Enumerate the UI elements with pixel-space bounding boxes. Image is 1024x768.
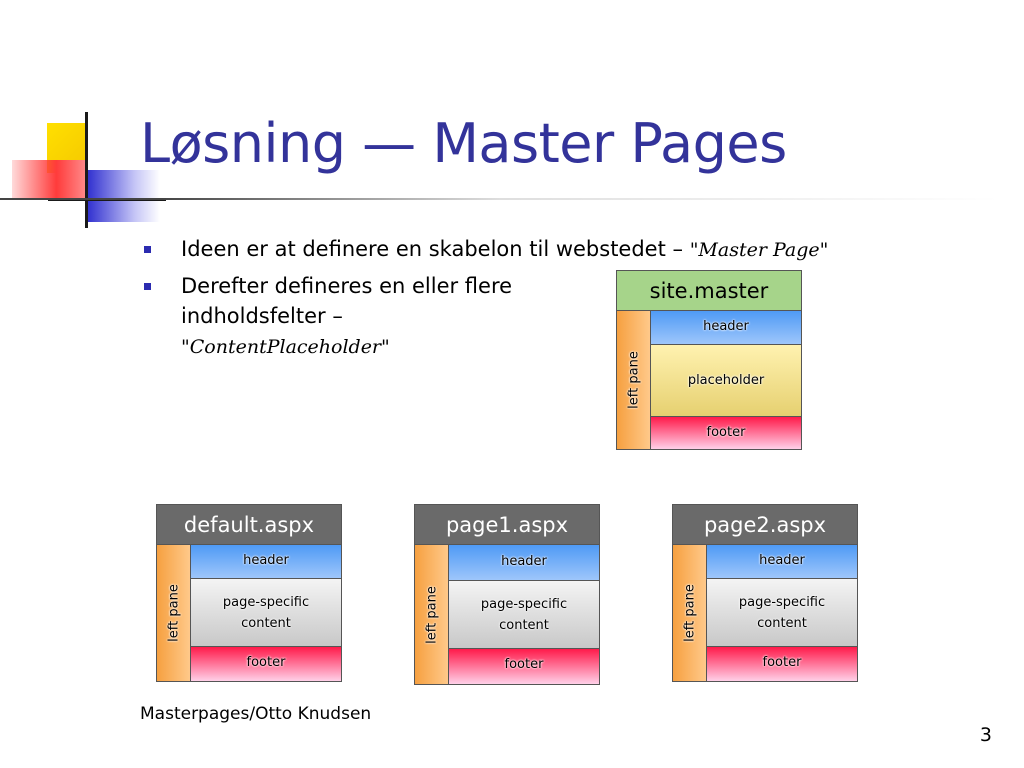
left-pane-label: left pane xyxy=(424,585,439,644)
page-header: header xyxy=(449,545,599,581)
left-pane-label: left pane xyxy=(682,584,697,642)
bullet-item: Derefter defineres en eller flere indhol… xyxy=(144,271,621,362)
page-title: page2.aspx xyxy=(673,505,857,545)
logo-vertical-line xyxy=(85,112,88,228)
master-header: header xyxy=(651,311,801,345)
page-content: page-specific content xyxy=(707,579,857,647)
bullet-item: Ideen er at definere en skabelon til web… xyxy=(144,234,828,265)
page-left-pane: left pane xyxy=(157,545,191,681)
master-left-pane: left pane xyxy=(617,311,651,449)
slide-title: Løsning — Master Pages xyxy=(140,112,787,175)
master-placeholder: placeholder xyxy=(651,345,801,417)
master-title: site.master xyxy=(617,271,801,311)
page-title: default.aspx xyxy=(157,505,341,545)
master-footer: footer xyxy=(651,417,801,449)
logo-red-square xyxy=(12,160,86,200)
logo-blue-square xyxy=(88,170,160,222)
left-pane-label: left pane xyxy=(166,584,181,642)
bullet-list: Ideen er at definere en skabelon til web… xyxy=(144,234,828,368)
bullet-text: Ideen er at definere en skabelon til web… xyxy=(181,237,828,261)
bullet-main-text: Ideen er at definere en skabelon til web… xyxy=(181,237,690,261)
page-left-pane: left pane xyxy=(673,545,707,681)
bullet-emphasis: "Master Page" xyxy=(689,239,829,261)
decorative-logo xyxy=(0,0,166,240)
page-header: header xyxy=(707,545,857,579)
bullet-main-text: Derefter defineres en eller flere indhol… xyxy=(181,274,513,328)
page-content: page-specific content xyxy=(449,581,599,649)
page-box-default: default.aspx left pane header page-speci… xyxy=(156,504,342,682)
square-bullet-icon xyxy=(144,246,151,253)
page-header: header xyxy=(191,545,341,579)
page-footer: footer xyxy=(191,647,341,681)
master-page-box: site.master left pane header placeholder… xyxy=(616,270,802,450)
bullet-text: Derefter defineres en eller flere indhol… xyxy=(181,274,581,358)
left-pane-label: left pane xyxy=(626,351,641,409)
page-content: page-specific content xyxy=(191,579,341,647)
bullet-emphasis: "ContentPlaceholder" xyxy=(181,336,390,358)
slide-footer: Masterpages/Otto Knudsen xyxy=(140,704,372,724)
square-bullet-icon xyxy=(144,283,151,290)
page-footer: footer xyxy=(449,649,599,684)
page-footer: footer xyxy=(707,647,857,681)
page-box-page2: page2.aspx left pane header page-specifi… xyxy=(672,504,858,682)
page-box-page1: page1.aspx left pane header page-specifi… xyxy=(414,504,600,685)
page-left-pane: left pane xyxy=(415,545,449,684)
page-number: 3 xyxy=(979,724,992,746)
title-underline xyxy=(0,198,1024,200)
page-title: page1.aspx xyxy=(415,505,599,545)
